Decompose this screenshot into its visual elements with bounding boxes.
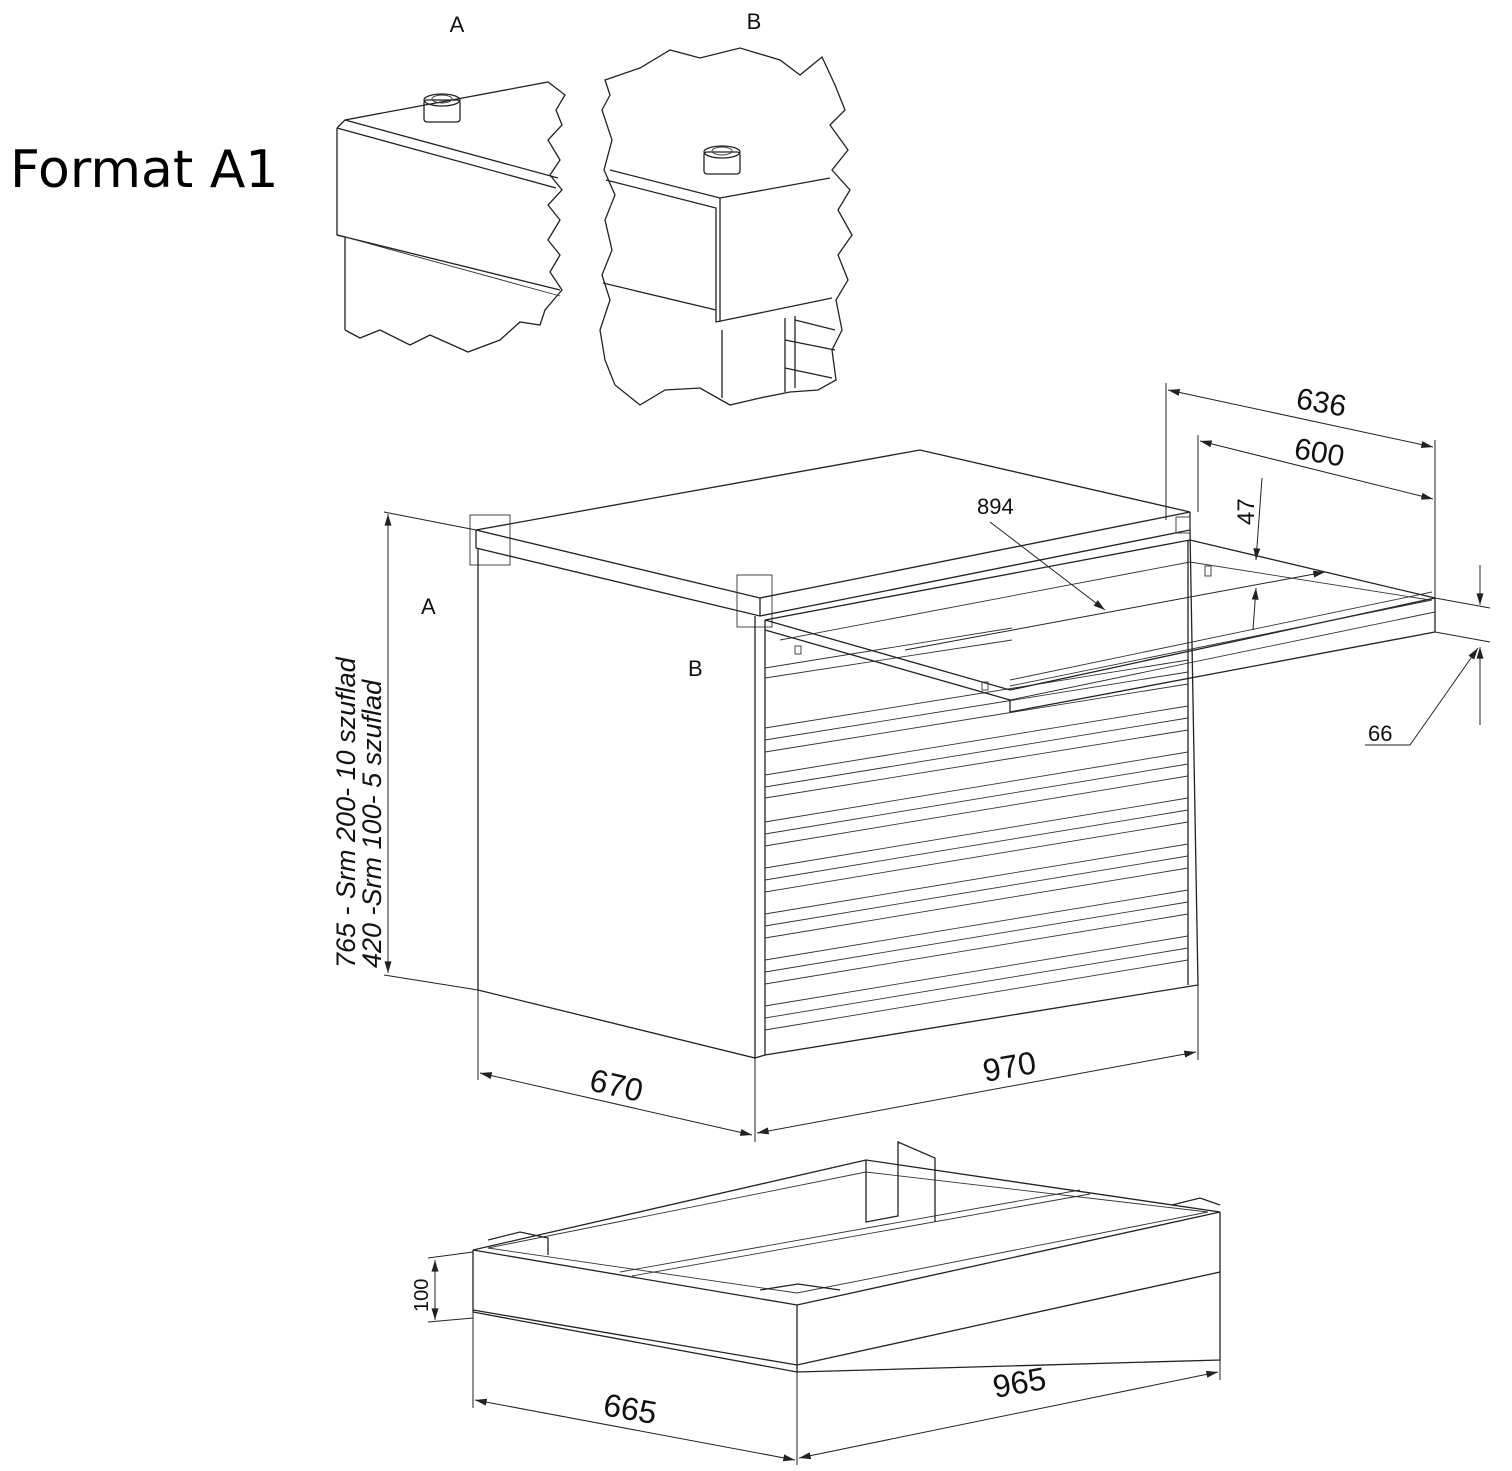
height-dimension-10: 765 - Srm 200- 10 szuflad (331, 656, 361, 968)
drawer-length-dimension: 894 (977, 494, 1014, 519)
dimension-lines: 765 - Srm 200- 10 szuflad 420 -Srm 100- … (331, 382, 1491, 1142)
detail-b-drawing: B (599, 9, 853, 406)
base-drawing: 100 665 965 (411, 1141, 1221, 1465)
format-title: Format A1 (10, 140, 279, 200)
callout-b: B (688, 656, 703, 681)
detail-b-label: B (747, 9, 762, 34)
base-depth-dimension: 665 (601, 1386, 660, 1431)
drawer-height-dimension: 47 (1233, 498, 1260, 525)
drawer-front-dimension: 66 (1368, 721, 1392, 746)
drawer-outer-dimension: 636 (1294, 382, 1349, 423)
base-height-dimension: 100 (411, 1279, 433, 1312)
detail-a-drawing: A (336, 12, 566, 353)
drawer-inner-dimension: 600 (1292, 432, 1347, 473)
height-dimension-5: 420 -Srm 100- 5 szuflad (357, 679, 387, 968)
callout-a: A (421, 594, 436, 619)
cabinet-drawing (469, 449, 1436, 1059)
detail-a-label: A (450, 12, 465, 37)
depth-dimension: 670 (586, 1062, 646, 1109)
